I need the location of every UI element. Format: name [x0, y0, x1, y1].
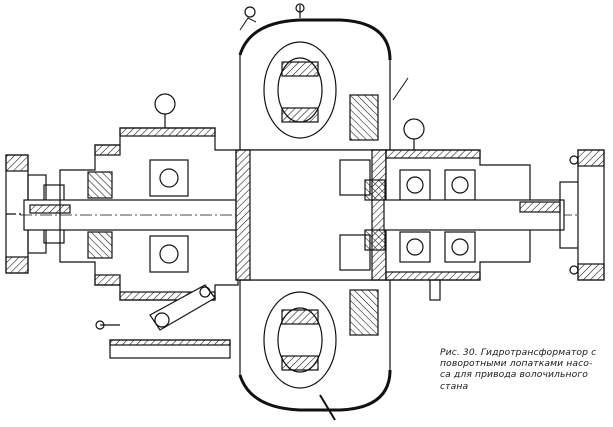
rotor-hub: [235, 149, 387, 281]
upper-torus: [238, 3, 392, 151]
right-flange: [559, 149, 605, 281]
caption-line-4: стана: [440, 380, 469, 392]
left-flange: [5, 154, 65, 274]
control-lever: [95, 284, 231, 359]
output-shaft: [383, 199, 565, 231]
lower-torus: [238, 279, 392, 421]
caption-line-3: са для привода волочильного: [440, 369, 589, 381]
figure-caption: Рис. 30. Гидротрансформатор с поворотным…: [440, 347, 612, 392]
caption-line-2: поворотными лопатками насо-: [440, 358, 593, 370]
caption-line-1: Рис. 30. Гидротрансформатор с: [440, 347, 597, 358]
left-housing: [59, 93, 239, 301]
